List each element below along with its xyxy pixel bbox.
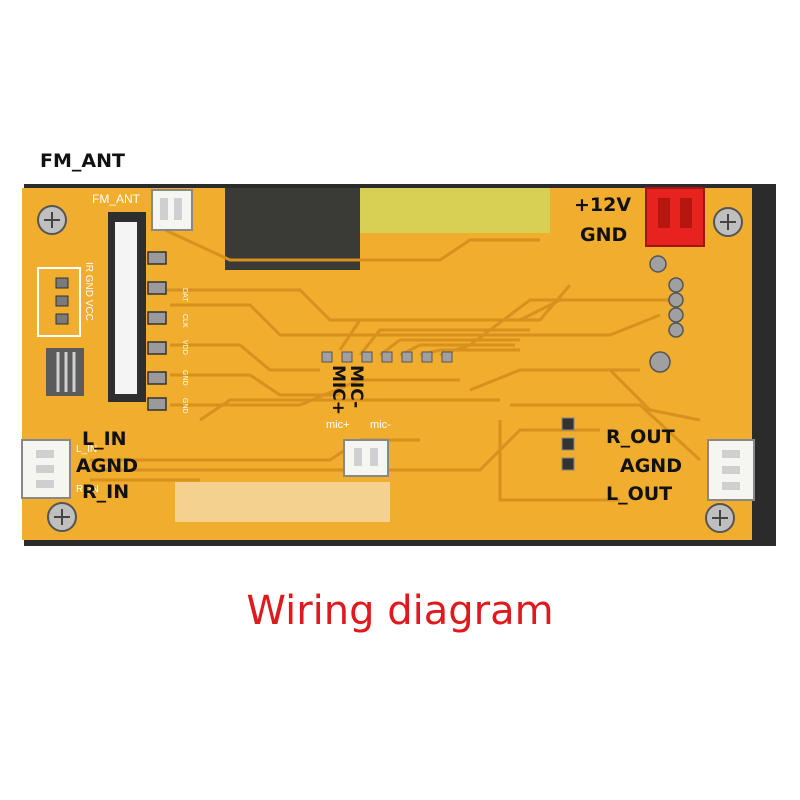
- screw-bottom-right: [705, 503, 735, 533]
- silk-r-in: R_IN: [76, 484, 99, 495]
- silk-pin-4: GND: [181, 370, 188, 386]
- line-out-connector: [707, 439, 755, 501]
- mic-connector: [343, 439, 389, 477]
- label-r-in: R_IN: [82, 481, 130, 503]
- silk-pin-3: VDD: [181, 340, 188, 355]
- label-mic-plus: MIC+: [328, 365, 348, 415]
- label-agnd-right: AGND: [620, 455, 682, 477]
- frame-right-strip: [752, 184, 776, 546]
- label-l-in: L_IN: [82, 428, 127, 450]
- silk-mic-minus: mic-: [370, 419, 391, 431]
- label-fm-ant: FM_ANT: [40, 150, 125, 172]
- blurred-sticker: [175, 482, 390, 522]
- display-window-left: [225, 188, 360, 270]
- silk-header-label: IR GND VCC: [83, 262, 94, 321]
- silk-l-in: L_IN: [76, 444, 97, 455]
- screw-top-left: [37, 205, 67, 235]
- silk-pin-5: GND: [181, 398, 188, 414]
- power-connector: [645, 187, 705, 247]
- label-l-out: L_OUT: [606, 483, 673, 505]
- ic-pads: [321, 351, 453, 363]
- label-plus-12v: +12V: [574, 194, 632, 216]
- silk-fm-ant: FM_ANT: [92, 192, 141, 206]
- silk-mic-plus: mic+: [326, 419, 350, 431]
- line-in-connector: [21, 439, 71, 499]
- screw-bottom-left: [47, 502, 77, 532]
- ir-header-pads: [55, 277, 69, 325]
- label-r-out: R_OUT: [606, 426, 675, 448]
- label-gnd-power: GND: [580, 224, 628, 246]
- display-connector-inner: [115, 222, 137, 394]
- label-agnd-left: AGND: [76, 455, 138, 477]
- screw-top-right: [713, 207, 743, 237]
- caption-wiring-diagram: Wiring diagram: [246, 588, 554, 634]
- power-pads: [649, 255, 684, 373]
- label-mic-minus: MIC-: [346, 365, 366, 409]
- connector-pins: [147, 251, 167, 411]
- silk-pin-2: CLK: [181, 314, 188, 328]
- fm-ant-connector: [151, 189, 193, 231]
- left-component-pins: [56, 352, 76, 392]
- silk-pin-1: DAT: [181, 288, 188, 302]
- display-window-right: [360, 188, 550, 233]
- right-pad-stack: [561, 417, 575, 471]
- ir-header-outline: [37, 267, 81, 337]
